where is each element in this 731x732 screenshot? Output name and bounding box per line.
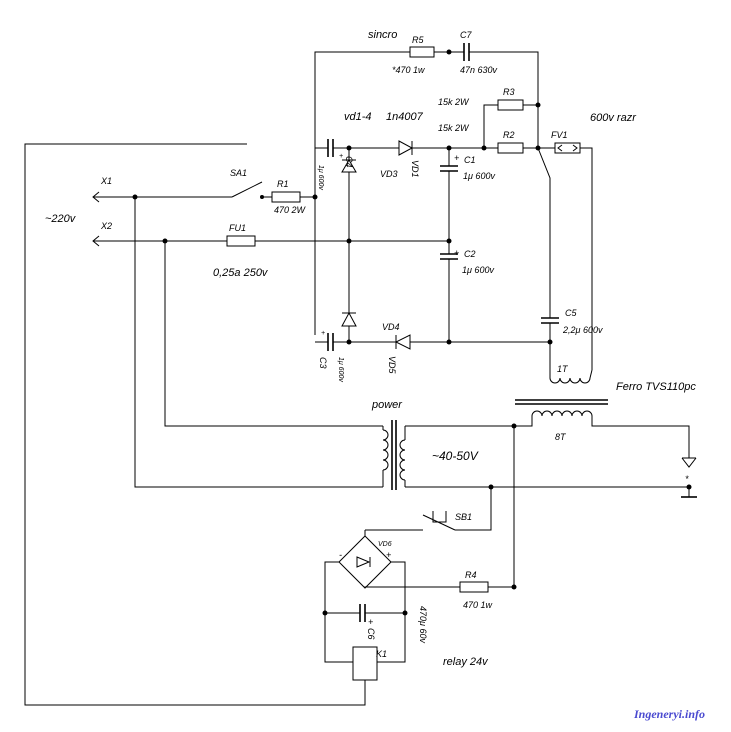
diode-vd1 — [398, 140, 414, 156]
diode-vd4 — [341, 311, 357, 327]
label-fv1-value: 600v razr — [590, 112, 637, 124]
label-k1: K1 — [376, 649, 387, 659]
label-r2: R2 — [503, 130, 515, 140]
label-r1: R1 — [277, 179, 289, 189]
watermark: Ingeneryi.info — [633, 707, 705, 721]
label-r5: R5 — [412, 35, 424, 45]
label-t-primary: 1T — [557, 364, 569, 374]
label-fv1: FV1 — [551, 130, 568, 140]
label-vd4: VD4 — [382, 322, 400, 332]
relay-coil-k1 — [352, 646, 378, 681]
label-c2: C2 — [464, 249, 476, 259]
label-c6-value: 470μ 60v — [418, 606, 428, 643]
label-c6-plus: + — [368, 617, 373, 627]
relay-control — [322, 426, 517, 681]
ignition-transformer — [488, 369, 697, 498]
label-vd3: VD3 — [380, 169, 398, 179]
label-mains: ~220v — [45, 213, 77, 225]
discharge-network — [483, 99, 593, 370]
label-r4: R4 — [465, 570, 477, 580]
label-c3-plus: + — [321, 330, 325, 337]
label-vd6: VD6 — [378, 541, 392, 548]
resistor-r5 — [409, 46, 435, 58]
mains-input — [24, 143, 449, 706]
label-fu1: FU1 — [229, 223, 246, 233]
label-r3: R3 — [503, 87, 515, 97]
label-t-secondary: 8T — [555, 432, 567, 442]
resistor-r2 — [497, 142, 524, 154]
label-sb1: SB1 — [455, 512, 472, 522]
label-diode-type: 1n4007 — [386, 111, 424, 123]
bridge-rectifier — [315, 139, 553, 351]
resistor-r3 — [497, 99, 524, 111]
resistor-r4 — [459, 581, 489, 593]
label-ferro: Ferro TVS110pc — [616, 381, 696, 393]
label-c1-value: 1μ 600v — [463, 171, 495, 181]
label-sincro: sincro — [368, 29, 397, 41]
label-c4-value: 1μ 600v — [317, 165, 324, 190]
label-c1-plus: + — [454, 153, 459, 163]
power-transformer — [382, 420, 514, 490]
label-c5: C5 — [565, 308, 577, 318]
label-x1: X1 — [100, 176, 112, 186]
label-ac-out: ~40-50V — [432, 449, 479, 463]
label-c1: C1 — [464, 155, 476, 165]
label-sa1: SA1 — [230, 168, 247, 178]
label-c7: C7 — [460, 30, 472, 40]
label-c4: C4 — [344, 156, 354, 168]
label-r5-value: *470 1w — [392, 65, 425, 75]
resistor-r1 — [271, 191, 301, 203]
label-relay: relay 24v — [443, 656, 489, 668]
label-r4-value: 470 1w — [463, 600, 493, 610]
switch-sa1 — [231, 181, 263, 198]
label-r3-value: 15k 2W — [438, 97, 470, 107]
label-c7-value: 47n 630v — [460, 65, 498, 75]
label-power: power — [371, 399, 403, 411]
label-x2: X2 — [100, 221, 112, 231]
label-c3-value: 1μ 600v — [337, 357, 344, 382]
label-vd1-4: vd1-4 — [344, 111, 372, 123]
label-vd5: VD5 — [387, 356, 397, 375]
component-labels: sincro R5 *470 1w C7 47n 630v vd1-4 1n40… — [45, 29, 705, 721]
label-c3: C3 — [318, 357, 328, 369]
label-c6: C6 — [366, 628, 376, 640]
label-fu1-value: 0,25a 250v — [213, 267, 269, 279]
label-r1-value: 470 2W — [274, 205, 307, 215]
label-vd1: VD1 — [410, 160, 420, 178]
label-star: * — [685, 474, 689, 484]
label-minus: - — [339, 550, 342, 560]
label-c2-plus: + — [454, 248, 459, 258]
label-r2-value: 15k 2W — [438, 123, 470, 133]
label-plus: + — [386, 550, 391, 560]
diode-vd5 — [394, 334, 411, 350]
label-c4-plus: + — [339, 153, 343, 160]
label-c5-value: 2,2μ 600v — [562, 325, 603, 335]
label-c2-value: 1μ 600v — [462, 265, 494, 275]
fuse-fu1 — [226, 235, 256, 247]
